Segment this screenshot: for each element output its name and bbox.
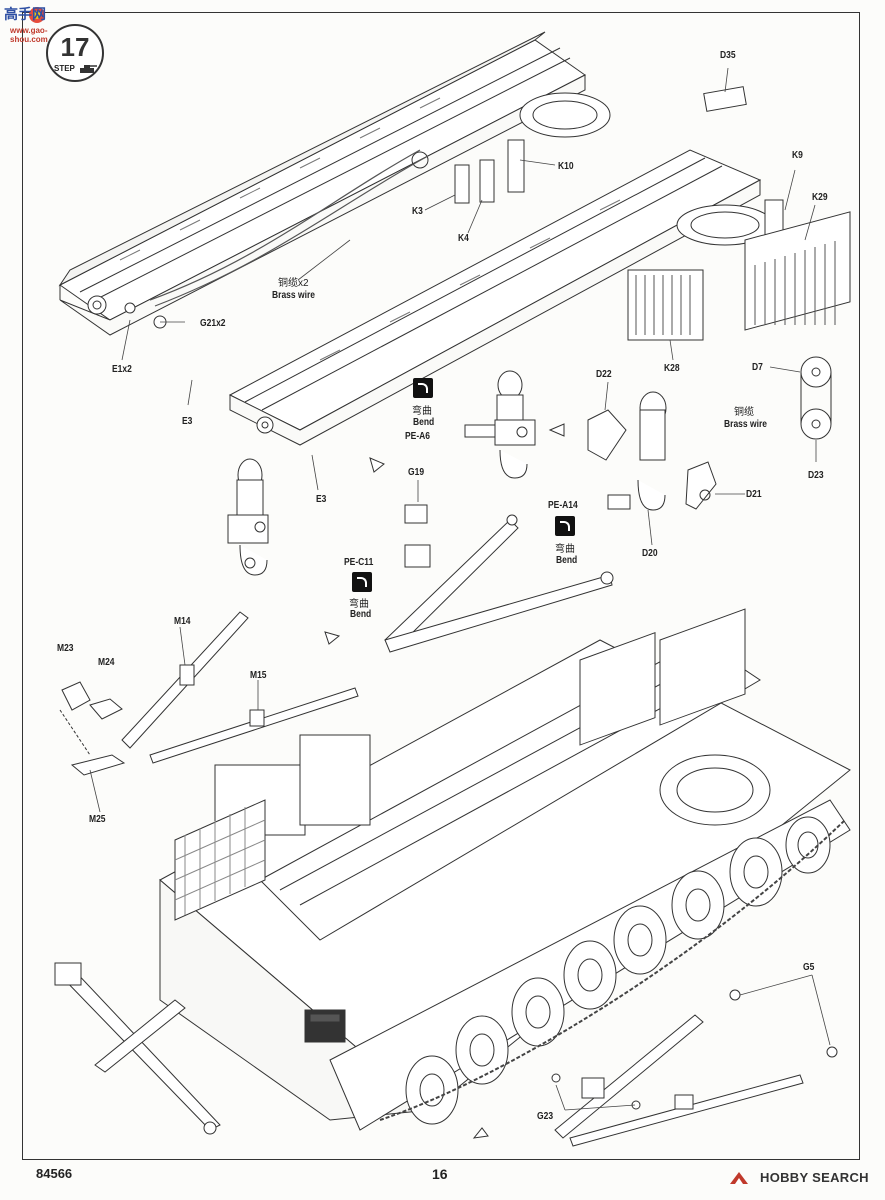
label-k3: K3 xyxy=(412,206,423,217)
label-d35: D35 xyxy=(720,50,736,61)
crane-boom-middle xyxy=(228,86,851,446)
label-m23: M23 xyxy=(57,643,74,654)
label-g5: G5 xyxy=(803,962,815,973)
label-k4: K4 xyxy=(458,233,469,244)
road-wheels xyxy=(405,816,831,1125)
hook-block-left xyxy=(227,458,269,576)
step-badge: 17 STEP xyxy=(46,24,104,82)
label-k10: K10 xyxy=(558,161,574,172)
label-d21: D21 xyxy=(746,489,762,500)
label-k9: K9 xyxy=(792,150,803,161)
label-k29: K29 xyxy=(812,192,828,203)
hook-parts-exploded xyxy=(587,356,832,511)
label-g19: G19 xyxy=(408,467,425,478)
label-bend-en-3: Bend xyxy=(350,609,372,620)
label-d23: D23 xyxy=(808,470,824,481)
stabilizer-arm-right xyxy=(384,504,614,653)
label-m25: M25 xyxy=(89,814,106,825)
arrow-icon xyxy=(324,423,565,1139)
watermark-logo: 高手网 www.gao-shou.com xyxy=(2,4,72,44)
outrigger-left xyxy=(54,962,221,1135)
label-m24: M24 xyxy=(98,657,115,668)
label-wire-cn-1: 铜缆x2 xyxy=(278,278,309,289)
label-bend-en-1: Bend xyxy=(413,417,435,428)
step-tank-icon xyxy=(80,65,97,73)
label-d20: D20 xyxy=(642,548,658,559)
hook-block-pe-a6 xyxy=(464,370,536,479)
page-number: 16 xyxy=(432,1166,448,1182)
step-word: STEP xyxy=(54,64,75,73)
label-bend-cn-1: 弯曲 xyxy=(412,406,432,417)
label-d22: D22 xyxy=(596,369,612,380)
label-g23: G23 xyxy=(537,1111,554,1122)
label-m15: M15 xyxy=(250,670,267,681)
label-wire-cn-2: 铜缆 xyxy=(734,407,754,418)
watermark-cn-text: 高手网 xyxy=(4,6,46,22)
label-e3-a: E3 xyxy=(182,416,193,427)
label-pe-a6: PE-A6 xyxy=(405,431,431,442)
label-d7: D7 xyxy=(752,362,763,373)
label-bend-cn-3: 弯曲 xyxy=(349,599,369,610)
step-number: 17 xyxy=(60,32,90,62)
label-e1: E1x2 xyxy=(112,364,132,375)
label-m14: M14 xyxy=(174,616,191,627)
outrigger-right xyxy=(551,989,838,1147)
bend-icon xyxy=(413,378,433,398)
label-k28: K28 xyxy=(664,363,680,374)
bend-icon xyxy=(555,516,575,536)
label-g21: G21x2 xyxy=(200,318,226,329)
label-e3-b: E3 xyxy=(316,494,327,505)
label-bend-en-2: Bend xyxy=(556,555,578,566)
label-wire-en-1: Brass wire xyxy=(272,290,316,301)
site-brand: HOBBY SEARCH xyxy=(760,1170,869,1185)
bend-icon xyxy=(352,572,372,592)
watermark-url: www.gao-shou.com xyxy=(10,26,48,44)
label-pe-a14: PE-A14 xyxy=(548,500,578,511)
arm-parts-m xyxy=(59,611,359,776)
crane-boom-upper xyxy=(58,31,611,336)
label-pe-c11: PE-C11 xyxy=(344,557,374,568)
kit-number: 84566 xyxy=(36,1166,73,1181)
label-bend-cn-2: 弯曲 xyxy=(555,544,575,555)
page-border xyxy=(22,12,860,1160)
leader-lines xyxy=(89,67,831,1111)
label-wire-en-2: Brass wire xyxy=(724,419,768,430)
hobbysearch-logo-icon xyxy=(730,1172,748,1184)
